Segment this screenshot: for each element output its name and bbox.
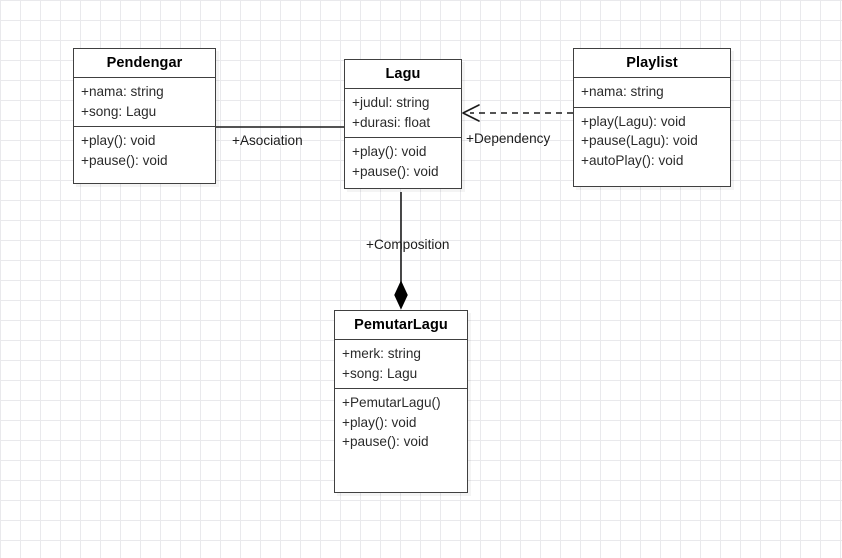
attribute-item: +merk: string bbox=[342, 346, 421, 361]
attributes-compartment-playlist: +nama: string bbox=[574, 78, 730, 108]
attributes-compartment-pemutarlagu: +merk: string +song: Lagu bbox=[335, 340, 467, 389]
association-label: +Asociation bbox=[232, 133, 303, 148]
operations-compartment-lagu: +play(): void +pause(): void bbox=[345, 138, 461, 188]
operation-item: +play(): void bbox=[352, 144, 427, 159]
class-name-playlist: Playlist bbox=[574, 49, 730, 78]
attribute-item: +song: Lagu bbox=[342, 365, 418, 381]
attribute-item: +song: Lagu bbox=[81, 103, 157, 119]
operation-item: +PemutarLagu() bbox=[342, 395, 441, 410]
composition-filled-diamond-icon bbox=[394, 280, 408, 310]
operation-item: +pause(): void bbox=[342, 434, 429, 449]
operation-item: +autoPlay(): void bbox=[581, 152, 684, 168]
composition-label: +Composition bbox=[366, 237, 450, 252]
attribute-item: +durasi: float bbox=[352, 114, 431, 130]
class-name-pemutarlagu: PemutarLagu bbox=[335, 311, 467, 340]
operation-item: +pause(): void bbox=[352, 163, 439, 179]
attributes-compartment-pendengar: +nama: string +song: Lagu bbox=[74, 78, 215, 127]
class-name-lagu: Lagu bbox=[345, 60, 461, 89]
class-box-pemutarlagu[interactable]: PemutarLagu +merk: string +song: Lagu +P… bbox=[334, 310, 468, 493]
operations-compartment-playlist: +play(Lagu): void +pause(Lagu): void +au… bbox=[574, 108, 730, 186]
class-box-pendengar[interactable]: Pendengar +nama: string +song: Lagu +pla… bbox=[73, 48, 216, 184]
attribute-item: +nama: string bbox=[81, 84, 164, 99]
class-box-playlist[interactable]: Playlist +nama: string +play(Lagu): void… bbox=[573, 48, 731, 187]
attribute-item: +judul: string bbox=[352, 95, 430, 110]
operation-item: +pause(): void bbox=[81, 152, 168, 168]
operation-item: +play(): void bbox=[81, 133, 156, 148]
dependency-open-arrowhead bbox=[462, 104, 480, 122]
operations-compartment-pendengar: +play(): void +pause(): void bbox=[74, 127, 215, 183]
attributes-compartment-lagu: +judul: string +durasi: float bbox=[345, 89, 461, 138]
operation-item: +play(): void bbox=[342, 414, 417, 430]
class-box-lagu[interactable]: Lagu +judul: string +durasi: float +play… bbox=[344, 59, 462, 189]
operations-compartment-pemutarlagu: +PemutarLagu() +play(): void +pause(): v… bbox=[335, 389, 467, 492]
dependency-label: +Dependency bbox=[466, 131, 551, 146]
class-name-pendengar: Pendengar bbox=[74, 49, 215, 78]
operation-item: +play(Lagu): void bbox=[581, 113, 686, 129]
attribute-item: +nama: string bbox=[581, 84, 664, 99]
operation-item: +pause(Lagu): void bbox=[581, 133, 698, 148]
